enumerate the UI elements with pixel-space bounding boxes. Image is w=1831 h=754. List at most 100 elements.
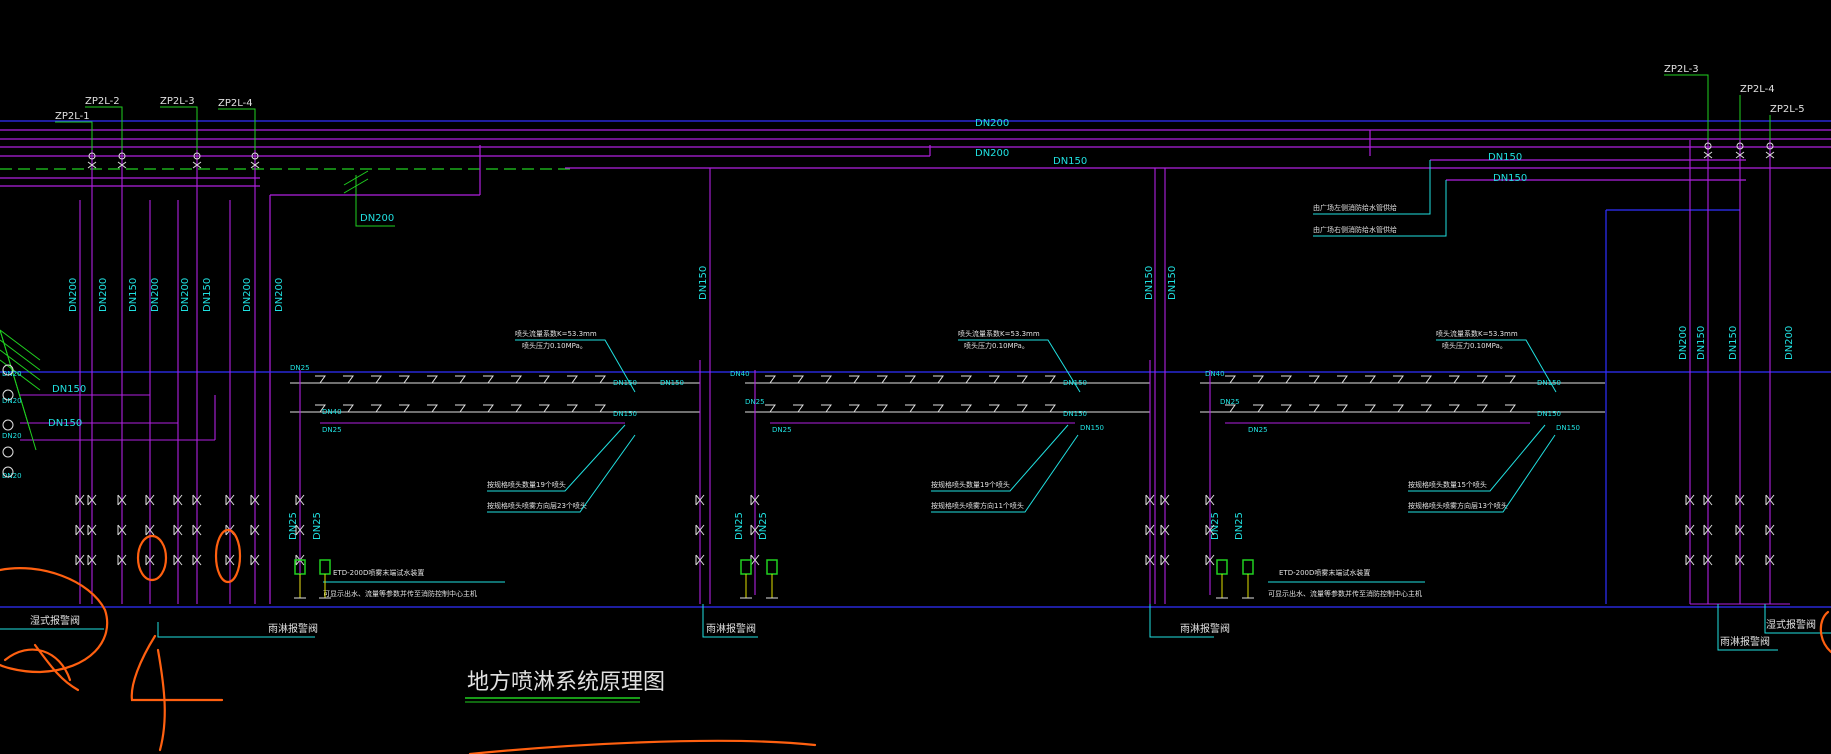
valve-icon-29 bbox=[695, 554, 705, 566]
left-manifold bbox=[20, 394, 216, 441]
alarm-devices bbox=[294, 559, 1254, 599]
sprinkler-head-icon-43 bbox=[1045, 404, 1056, 413]
right-note-2-leader bbox=[1313, 180, 1447, 237]
riser-tag-zp2l-2: ZP2L-2 bbox=[85, 96, 120, 107]
zone-a-count-leader-2 bbox=[487, 434, 636, 513]
main-label-2: DN200 bbox=[975, 148, 1009, 159]
valve-icon-46 bbox=[1703, 524, 1713, 536]
sprinkler-head-icon-37 bbox=[877, 404, 888, 413]
sprinkler-head-icon-61 bbox=[1393, 404, 1404, 413]
valve-icon-41 bbox=[1205, 554, 1215, 566]
sprinkler-head-icon-21 bbox=[595, 404, 606, 413]
zone-c-pipe-6: DN150 bbox=[1556, 424, 1580, 432]
riser-tag-zp2l-4-right: ZP2L-4 bbox=[1740, 84, 1775, 95]
valve-icon-50 bbox=[1735, 554, 1745, 566]
sprinkler-head-icon-39 bbox=[933, 404, 944, 413]
valve-icon-30 bbox=[750, 494, 760, 506]
zone-b-annotations: 喷头流量系数K=53.3mm 喷头压力0.10MPa。 DN25 DN40 DN… bbox=[730, 329, 1104, 540]
riser-tag-zp2l-3: ZP2L-3 bbox=[160, 96, 195, 107]
alarm-device-icon-2 bbox=[740, 559, 752, 599]
valve-icon-33 bbox=[1145, 494, 1155, 506]
left-manifold-green bbox=[0, 329, 41, 451]
sprinkler-head-icon-64 bbox=[1477, 404, 1488, 413]
zone-b-spec-leader bbox=[958, 339, 1081, 393]
sprinkler-head-icon-59 bbox=[1337, 404, 1348, 413]
sprinkler-head-icon-27 bbox=[905, 375, 916, 384]
right-riser-label-2: DN150 bbox=[1696, 326, 1707, 360]
sprinkler-head-icon-13 bbox=[371, 404, 382, 413]
sprinkler-head-icon-60 bbox=[1365, 404, 1376, 413]
mid-riser-labels: DN150 DN150 DN150 bbox=[698, 266, 1178, 300]
valve-icon-14 bbox=[173, 554, 183, 566]
valve-icon-36 bbox=[1160, 494, 1170, 506]
zone-b-pipe-6: DN150 bbox=[1080, 424, 1104, 432]
markup-scribbles bbox=[0, 528, 1831, 754]
valve-icon-48 bbox=[1735, 494, 1745, 506]
gate-valve-icon-54 bbox=[87, 152, 97, 169]
zone-a-spec-1: 喷头流量系数K=53.3mm bbox=[515, 329, 597, 338]
valve-icon-44 bbox=[1685, 554, 1695, 566]
riser-tag-zp2l-3-right: ZP2L-3 bbox=[1664, 64, 1699, 75]
drawing-title-block: 地方喷淋系统原理图 bbox=[465, 670, 665, 703]
zone-b-pipe-1: DN25 bbox=[772, 426, 792, 434]
sprinkler-head-icon-3 bbox=[399, 375, 410, 384]
main-pipe-labels: DN200 DN200 DN150 DN150 DN150 DN200 bbox=[360, 118, 1527, 224]
zone-b-spec-1: 喷头流量系数K=53.3mm bbox=[958, 329, 1040, 338]
sprinkler-head-icon-62 bbox=[1421, 404, 1432, 413]
bottom-valve-labels: 湿式报警阀 雨淋报警阀 雨淋报警阀 雨淋报警阀 雨淋报警阀 湿式报警阀 bbox=[30, 614, 1816, 648]
gate-valve-icon-58 bbox=[1703, 142, 1713, 159]
left-riser-label-5: DN200 bbox=[180, 278, 191, 312]
zone-b-count-leader-1 bbox=[931, 424, 1069, 492]
zone-a-pipe-5: DN150 bbox=[613, 410, 637, 418]
main-label-4: DN150 bbox=[1488, 152, 1522, 163]
branch-label-1: DN150 bbox=[52, 384, 86, 395]
sprinkler-head-icon-18 bbox=[511, 404, 522, 413]
sprinkler-head-icon-57 bbox=[1281, 404, 1292, 413]
sprinkler-head-icon-4 bbox=[427, 375, 438, 384]
sprinkler-head-icon-35 bbox=[821, 404, 832, 413]
riser-tags: ZP2L-1 ZP2L-2 ZP2L-3 ZP2L-4 ZP2L-3 ZP2L-… bbox=[55, 64, 1805, 122]
sprinkler-head-icon-33 bbox=[765, 404, 776, 413]
sprinkler-head-icon-30 bbox=[989, 375, 1000, 384]
sprinkler-head-icon-54 bbox=[1505, 375, 1516, 384]
valve-icon-10 bbox=[145, 524, 155, 536]
sprinkler-head-icon-32 bbox=[1045, 375, 1056, 384]
sprinkler-row-zone-b bbox=[745, 168, 1166, 604]
zone-b-count-1: 按规格喷头数量19个喷头 bbox=[931, 480, 1010, 489]
zone-c-count-leader-2 bbox=[1408, 434, 1556, 513]
valve-icon-7 bbox=[117, 524, 127, 536]
zone-c-drop-label-1: DN25 bbox=[1210, 512, 1221, 540]
valve-icon-45 bbox=[1703, 494, 1713, 506]
bottom-valve-label-3: 雨淋报警阀 bbox=[706, 622, 756, 635]
sprinkler-head-icon-31 bbox=[1017, 375, 1028, 384]
valve-icon-43 bbox=[1685, 524, 1695, 536]
mid-riser-label-3: DN150 bbox=[1167, 266, 1178, 300]
right-riser-label-3: DN150 bbox=[1728, 326, 1739, 360]
left-riser-label-2: DN200 bbox=[98, 278, 109, 312]
valve-icon-35 bbox=[1145, 554, 1155, 566]
bottom-valve-leaders bbox=[0, 604, 1831, 651]
valve-icon-38 bbox=[1160, 554, 1170, 566]
valve-icon-39 bbox=[1205, 494, 1215, 506]
zone-a-count-1: 按规格喷头数量19个喷头 bbox=[487, 480, 566, 489]
valve-icon-24 bbox=[295, 494, 305, 506]
sprinkler-head-icon-26 bbox=[877, 375, 888, 384]
sprinkler-head-icon-47 bbox=[1309, 375, 1320, 384]
sprinkler-head-icon-20 bbox=[567, 404, 578, 413]
sprinkler-head-icon-34 bbox=[793, 404, 804, 413]
zone-c-pipe-3: DN25 bbox=[1220, 398, 1240, 406]
right-note-2: 由广场右侧消防给水管供给 bbox=[1313, 225, 1397, 234]
drawing-title: 地方喷淋系统原理图 bbox=[467, 670, 665, 695]
alarm-device-icon-0 bbox=[294, 559, 306, 599]
valve-icon-27 bbox=[695, 494, 705, 506]
sprinkler-head-icon-6 bbox=[483, 375, 494, 384]
gate-valve-icon-56 bbox=[192, 152, 202, 169]
left-riser-label-4: DN200 bbox=[150, 278, 161, 312]
branch-label-2: DN150 bbox=[48, 418, 82, 429]
zone-a-pipe-4: DN150 bbox=[613, 379, 637, 387]
zone-c-pipe-1: DN25 bbox=[1248, 426, 1268, 434]
gate-valve-icon-57 bbox=[250, 152, 260, 169]
zone-a-pipe-2: DN40 bbox=[322, 408, 342, 416]
riser-tag-zp2l-4: ZP2L-4 bbox=[218, 98, 253, 109]
